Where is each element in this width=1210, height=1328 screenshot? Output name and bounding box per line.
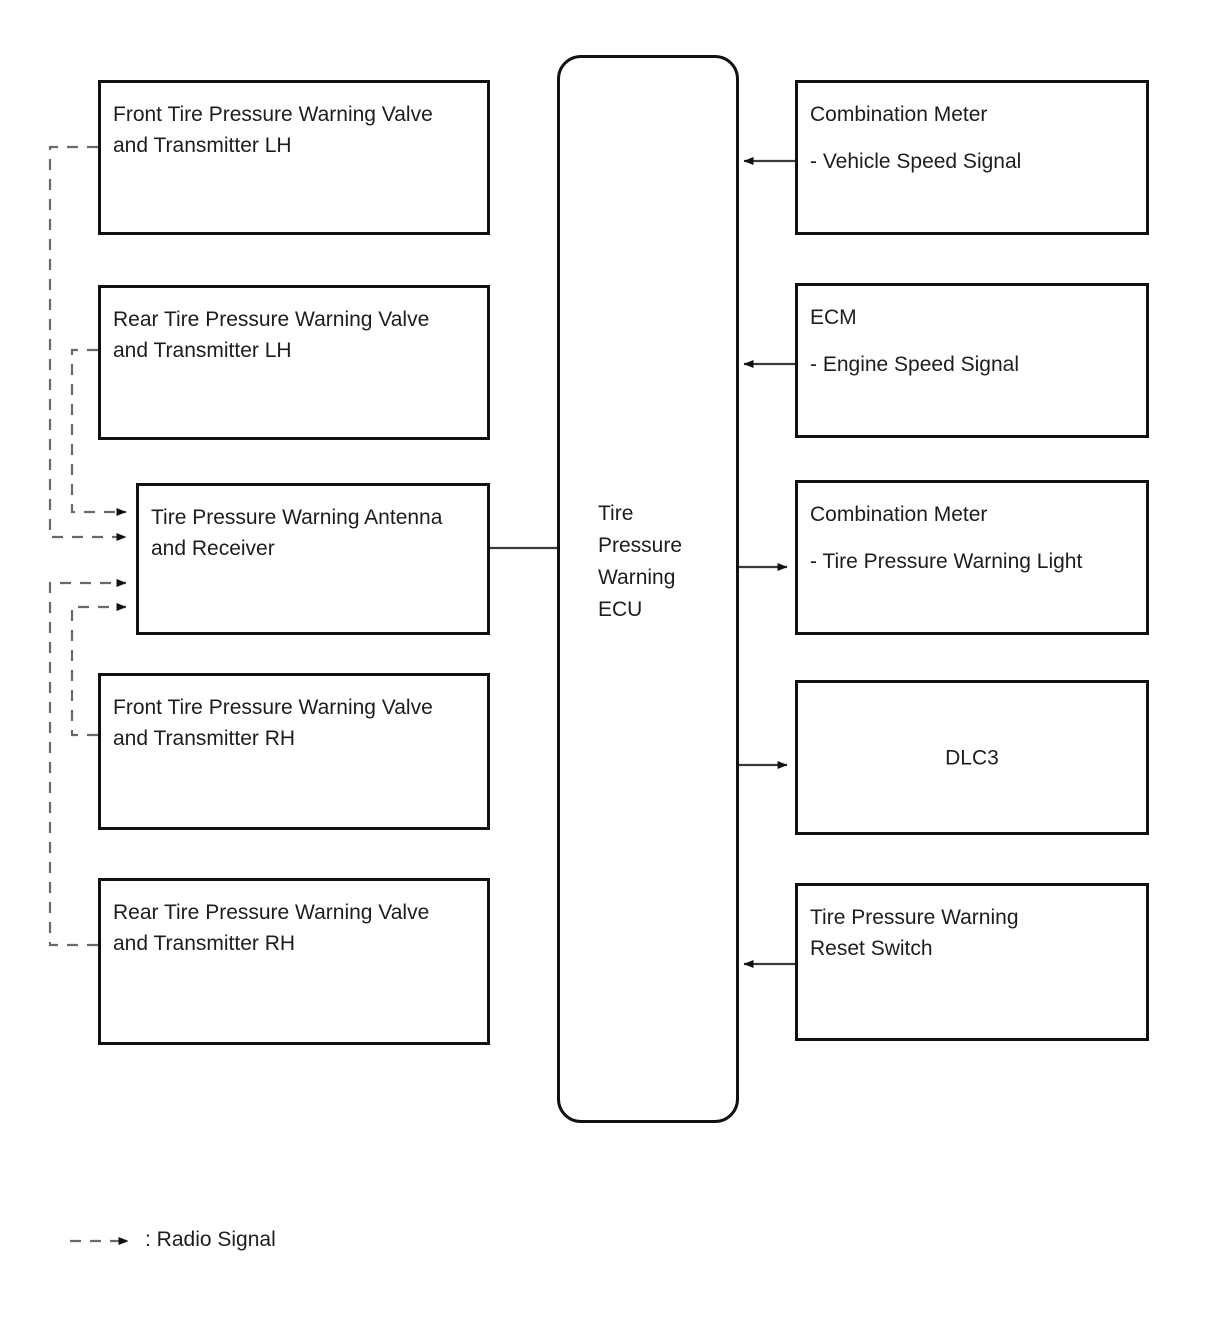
node-reset-switch-label: Tire Pressure Warning Reset Switch — [810, 906, 1019, 960]
node-ecm[interactable]: ECM - Engine Speed Signal — [795, 283, 1149, 438]
node-combination-meter-warning-light-line2: - Tire Pressure Warning Light — [810, 550, 1083, 573]
node-antenna-receiver-label: Tire Pressure Warning Antenna and Receiv… — [151, 506, 443, 560]
node-rear-valve-rh-label: Rear Tire Pressure Warning Valve and Tra… — [113, 901, 430, 955]
node-rear-valve-rh[interactable]: Rear Tire Pressure Warning Valve and Tra… — [98, 878, 490, 1045]
node-ecm-line2: - Engine Speed Signal — [810, 353, 1019, 376]
node-combination-meter-warning-light-line1: Combination Meter — [810, 503, 988, 526]
node-front-valve-rh[interactable]: Front Tire Pressure Warning Valve and Tr… — [98, 673, 490, 830]
node-rear-valve-lh[interactable]: Rear Tire Pressure Warning Valve and Tra… — [98, 285, 490, 440]
node-dlc3-label: DLC3 — [945, 746, 999, 769]
node-front-valve-lh-label: Front Tire Pressure Warning Valve and Tr… — [113, 103, 433, 157]
node-ecu-label: Tire Pressure Warning ECU — [598, 502, 683, 621]
node-combination-meter-warning-light[interactable]: Combination Meter - Tire Pressure Warning… — [795, 480, 1149, 635]
node-combination-meter-vehicle-speed-label: Combination Meter - Vehicle Speed Signal — [810, 99, 1138, 177]
node-rear-valve-lh-label: Rear Tire Pressure Warning Valve and Tra… — [113, 308, 430, 362]
node-combination-meter-vehicle-speed[interactable]: Combination Meter - Vehicle Speed Signal — [795, 80, 1149, 235]
line-gap — [810, 530, 1138, 546]
node-front-valve-rh-label: Front Tire Pressure Warning Valve and Tr… — [113, 696, 433, 750]
node-tire-pressure-warning-ecu[interactable]: Tire Pressure Warning ECU — [557, 55, 739, 1123]
line-gap — [810, 333, 1138, 349]
node-combination-meter-vehicle-speed-line1: Combination Meter — [810, 103, 988, 126]
legend-label: : Radio Signal — [145, 1228, 276, 1251]
node-ecm-label: ECM - Engine Speed Signal — [810, 302, 1138, 380]
node-reset-switch[interactable]: Tire Pressure Warning Reset Switch — [795, 883, 1149, 1041]
node-antenna-receiver[interactable]: Tire Pressure Warning Antenna and Receiv… — [136, 483, 490, 635]
line-gap — [810, 130, 1138, 146]
node-combination-meter-warning-light-label: Combination Meter - Tire Pressure Warning… — [810, 499, 1138, 577]
node-ecm-line1: ECM — [810, 306, 857, 329]
node-dlc3[interactable]: DLC3 — [795, 680, 1149, 835]
node-front-valve-lh[interactable]: Front Tire Pressure Warning Valve and Tr… — [98, 80, 490, 235]
node-combination-meter-vehicle-speed-line2: - Vehicle Speed Signal — [810, 150, 1022, 173]
